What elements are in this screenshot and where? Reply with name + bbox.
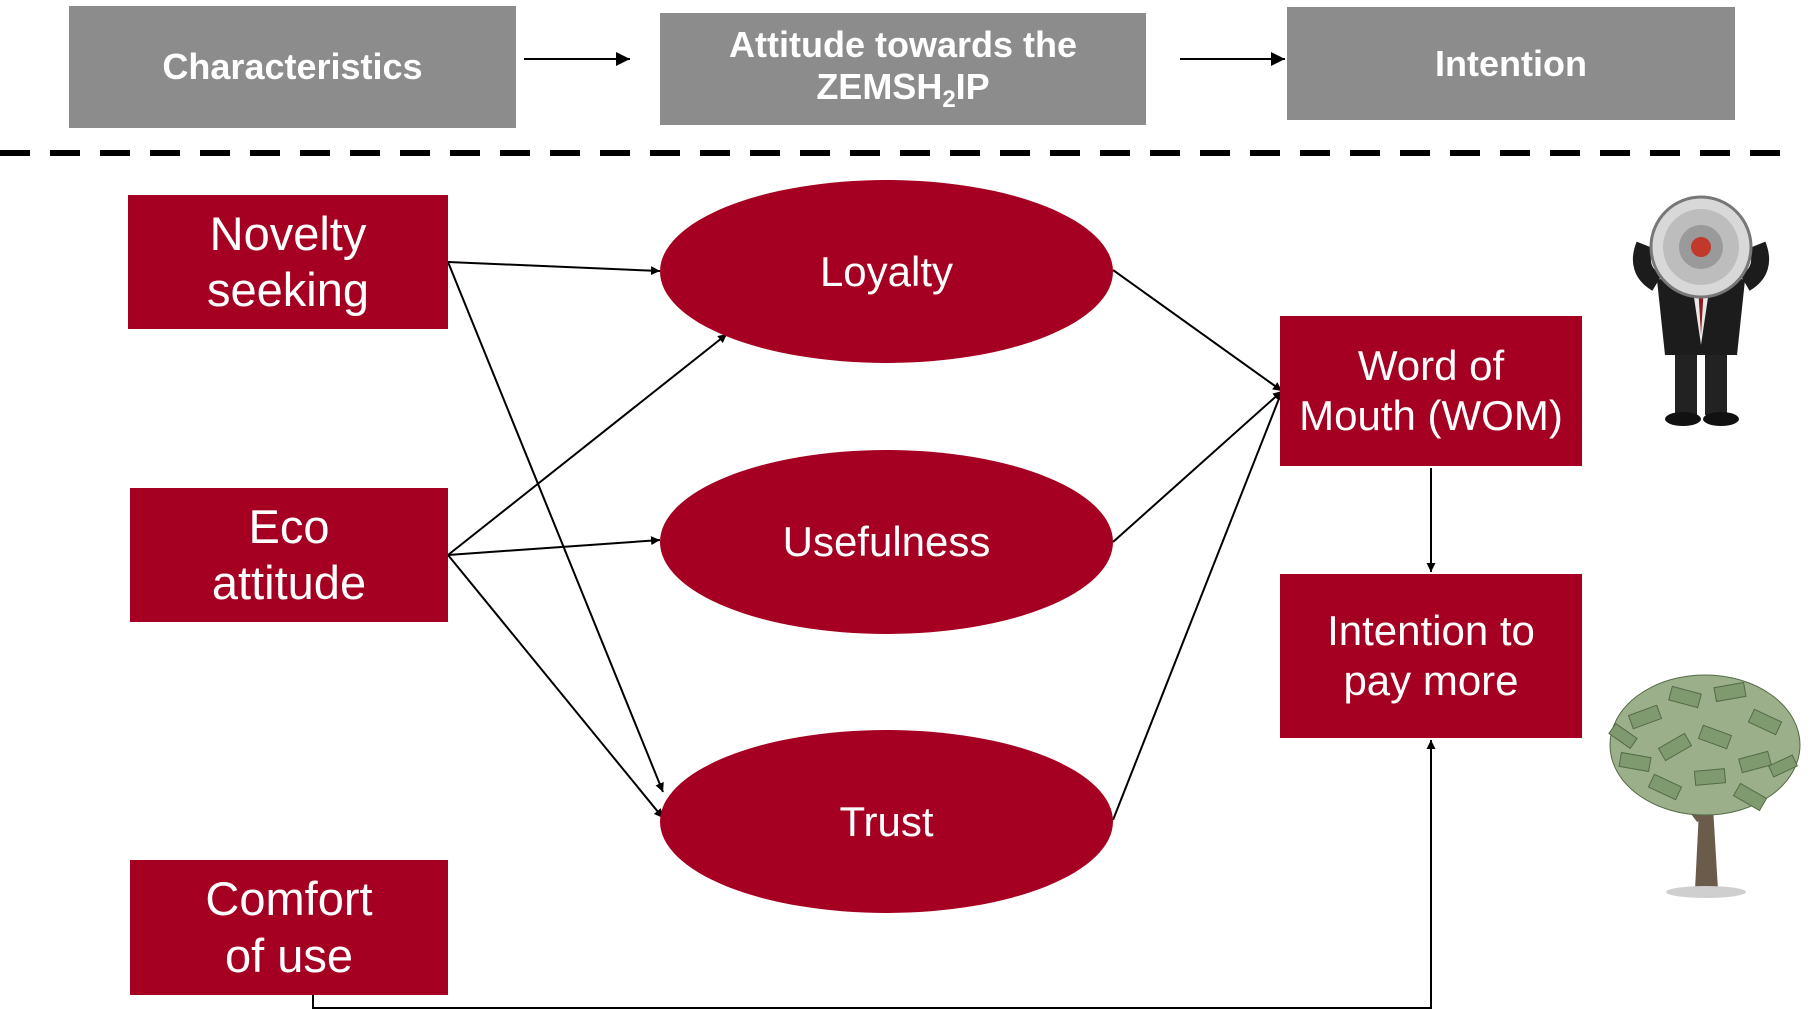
header-attitude-line2: ZEMSH2IP [816,65,990,113]
comfort-line2: of use [224,928,354,982]
arrow-comfort-paymore [312,740,1436,1009]
loyalty-label: Loyalty [819,247,954,295]
wom-line2: Mouth (WOM) [1299,392,1563,439]
box-novelty-seeking: Novelty seeking [128,195,448,329]
arrow-novelty-loyalty [447,261,661,276]
arrow-eco-loyalty [447,333,728,556]
box-eco-attitude: Eco attitude [130,488,448,622]
ellipse-loyalty: Loyalty [660,180,1113,363]
comfort-line1: Comfort [205,872,373,926]
header-intention: Intention [1287,7,1735,120]
box-word-of-mouth: Word of Mouth (WOM) [1280,316,1582,466]
arrow-trust-wom [1112,390,1283,821]
trust-label: Trust [839,797,934,845]
novelty-line2: seeking [207,263,369,316]
box-intention-pay-more: Intention to pay more [1280,574,1582,738]
header-intention-label: Intention [1435,42,1587,84]
paymore-line1: Intention to [1327,606,1535,654]
ellipse-trust: Trust [660,730,1113,913]
arrow-loyalty-wom [1112,269,1283,392]
header-characteristics-label: Characteristics [162,46,423,88]
arrow-eco-trust [447,554,664,819]
novelty-line1: Novelty [209,206,367,260]
wom-line1: Word of [1357,341,1505,389]
box-comfort-of-use: Comfort of use [130,860,448,995]
arrow-usefulness-wom [1112,390,1283,543]
header-attitude-line1: Attitude towards the [729,24,1077,66]
eco-line1: Eco [248,499,330,553]
arrow-novelty-trust [447,261,664,793]
megaphone-person-icon [1633,195,1769,426]
eco-line2: attitude [211,556,367,609]
usefulness-label: Usefulness [782,518,991,565]
header-characteristics: Characteristics [69,6,516,128]
header-attitude: Attitude towards the ZEMSH2IP [660,13,1146,125]
money-tree-icon [1608,674,1801,898]
arrow-eco-usefulness [447,536,661,556]
ellipse-usefulness: Usefulness [660,450,1113,634]
paymore-line2: pay more [1343,657,1519,704]
